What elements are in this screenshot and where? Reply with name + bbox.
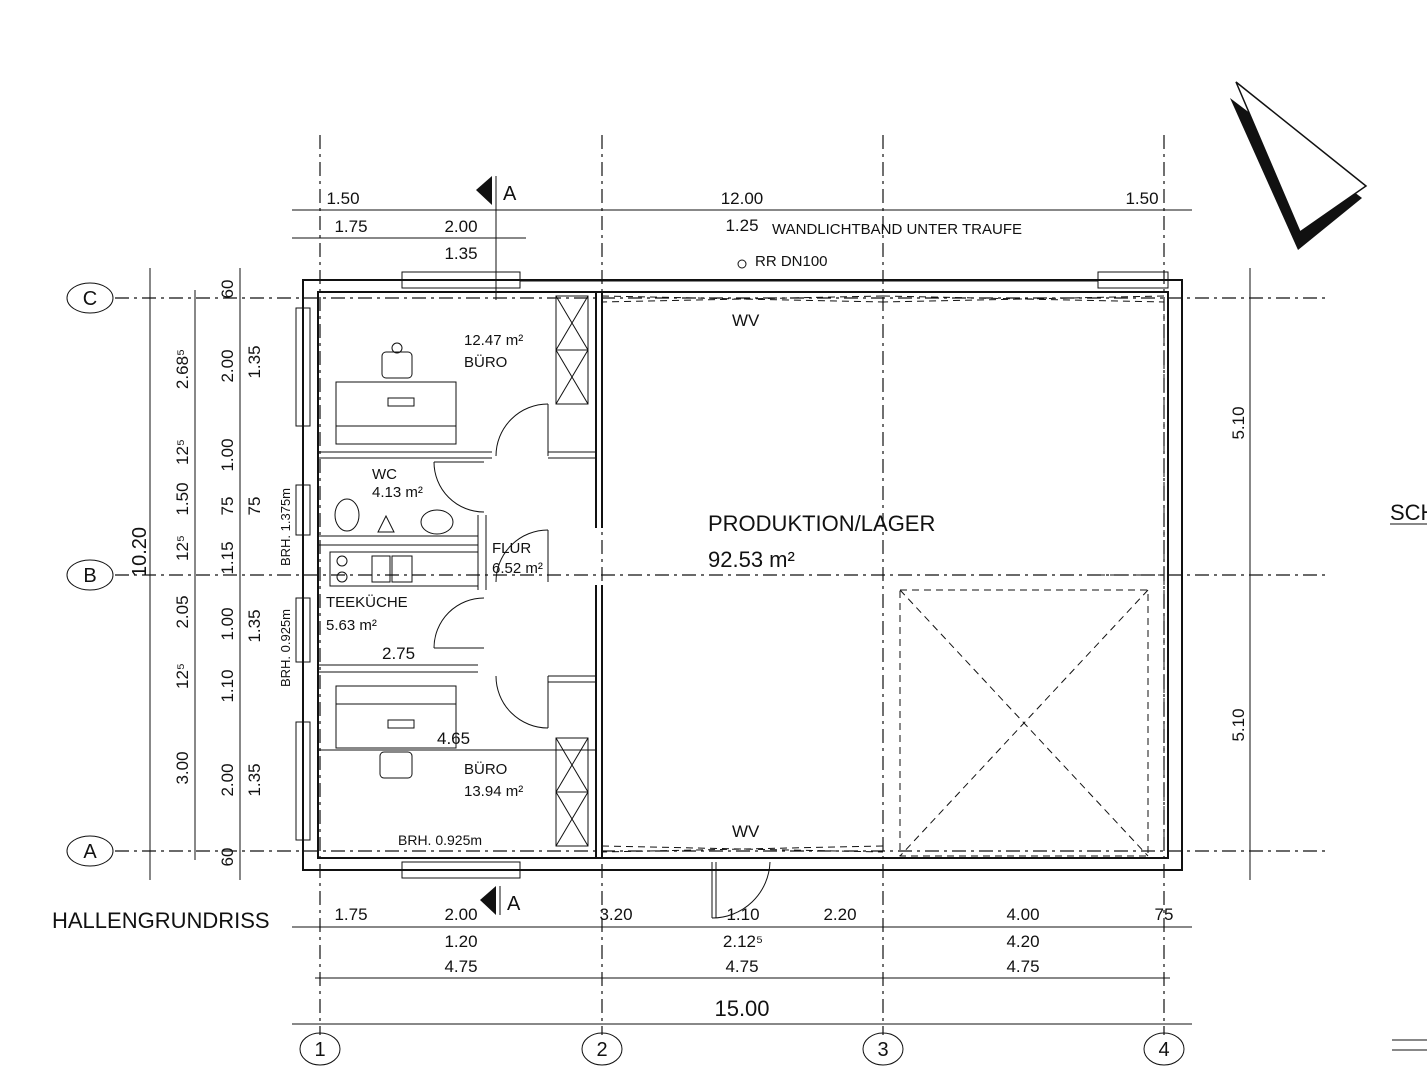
brh-label-bottom: BRH. 0.925m (398, 832, 482, 848)
dim-left-c3-5: 1.15 (218, 541, 237, 574)
axis-bubble-1: 1 (299, 1032, 341, 1066)
axis-label-3: 3 (877, 1039, 888, 1061)
edge-text: SCH (1390, 500, 1427, 525)
dim-left-c3-9: 60 (218, 848, 237, 867)
dim-left-c2-2: 12⁵ (173, 439, 192, 465)
axis-label-a: A (83, 841, 97, 863)
axis-grid (115, 135, 1325, 1035)
dim-bottom-5: 2.20 (823, 905, 856, 924)
dimension-lines (149, 209, 1427, 1051)
dim-top-7: 1.35 (444, 244, 477, 263)
dim-bottom-2: 2.00 (444, 905, 477, 924)
dim-left-c3-3: 1.00 (218, 438, 237, 471)
brh-label-2: BRH. 0.925m (278, 609, 293, 687)
dim-left-total: 10.20 (129, 527, 151, 577)
axis-bubble-c: C (66, 282, 114, 314)
dim-left-c2-1: 2.68⁵ (173, 349, 192, 389)
wv-label-bottom: WV (732, 822, 760, 841)
section-label-top: A (503, 183, 517, 205)
brh-label-1: BRH. 1.375m (278, 488, 293, 566)
north-arrow-icon (1230, 81, 1368, 250)
dim-left-c2-5: 2.05 (173, 595, 192, 628)
dim-bottom-13: 4.75 (1006, 957, 1039, 976)
axis-bubble-a: A (66, 835, 114, 867)
dim-left-c3-6: 1.00 (218, 607, 237, 640)
dim-right-2: 5.10 (1229, 708, 1248, 741)
dim-left-c3-7: 1.10 (218, 669, 237, 702)
wv-label-top: WV (732, 311, 760, 330)
dim-top-1: 1.50 (326, 189, 359, 208)
dim-bottom-6: 4.00 (1006, 905, 1039, 924)
dim-left-c3-4: 75 (218, 497, 237, 516)
dim-left-c2-6: 12⁵ (173, 663, 192, 689)
section-label-bottom: A (507, 893, 521, 915)
room-flur-name: FLUR (492, 540, 531, 557)
hall-markings (601, 295, 1165, 857)
dim-left-c3-8: 2.00 (218, 763, 237, 796)
dim-bottom-8: 1.20 (444, 932, 477, 951)
axis-label-4: 4 (1158, 1039, 1169, 1061)
furniture (329, 342, 479, 779)
dim-bottom-3: 3.20 (599, 905, 632, 924)
axis-label-b: B (83, 565, 96, 587)
dim-top-4: 1.75 (334, 217, 367, 236)
shelving-units (555, 295, 589, 847)
dim-bottom-total: 15.00 (714, 996, 769, 1021)
dim-right-1: 5.10 (1229, 406, 1248, 439)
dim-top-6: 1.25 (725, 216, 758, 235)
axis-label-2: 2 (596, 1039, 607, 1061)
room-teekueche-name: TEEKÜCHE (326, 593, 408, 611)
axis-label-1: 1 (314, 1039, 325, 1061)
dim-interior-465: 4.65 (437, 729, 470, 748)
dim-bottom-4: 1.10 (726, 905, 759, 924)
rr-label: RR DN100 (755, 253, 828, 270)
dim-bottom-12: 4.75 (725, 957, 758, 976)
room-buro-top-area: 12.47 m² (464, 332, 523, 349)
axis-label-c: C (83, 288, 97, 310)
dim-interior-275: 2.75 (382, 644, 415, 663)
dim-top-2: 12.00 (721, 189, 764, 208)
dim-bottom-11: 4.75 (444, 957, 477, 976)
dim-bottom-10: 4.20 (1006, 932, 1039, 951)
dim-left-c4-4: 1.35 (245, 763, 264, 796)
axis-bubble-3: 3 (862, 1032, 904, 1066)
windows (295, 271, 1169, 879)
dim-bottom-7: 75 (1155, 905, 1174, 924)
room-wc-name: WC (372, 466, 397, 483)
room-buro-bottom-area: 13.94 m² (464, 783, 523, 800)
dim-left-c3-1: 60 (218, 280, 237, 299)
room-wc-area: 4.13 m² (372, 484, 423, 501)
room-buro-bottom-name: BÜRO (464, 760, 507, 778)
dim-left-c4-2: 75 (245, 497, 264, 516)
building-walls (302, 279, 1183, 919)
axis-bubble-4: 4 (1143, 1032, 1185, 1066)
axis-bubble-2: 2 (581, 1032, 623, 1066)
dim-left-c3-2: 2.00 (218, 349, 237, 382)
dim-left-c2-3: 1.50 (173, 482, 192, 515)
plan-title: HALLENGRUNDRISS (52, 908, 270, 933)
room-buro-top-name: BÜRO (464, 353, 507, 371)
room-teekueche-area: 5.63 m² (326, 617, 377, 634)
dim-bottom-9: 2.12⁵ (723, 932, 763, 951)
dim-left-c4-3: 1.35 (245, 609, 264, 642)
axis-bubble-b: B (66, 559, 114, 591)
dim-top-3: 1.50 (1125, 189, 1158, 208)
dim-left-c2-4: 12⁵ (173, 535, 192, 561)
dim-top-5: 2.00 (444, 217, 477, 236)
room-hall-area: 92.53 m² (708, 547, 795, 572)
section-marker-bottom (480, 886, 501, 915)
wandlichtband-label: WANDLICHTBAND UNTER TRAUFE (772, 221, 1022, 238)
room-flur-area: 6.52 m² (492, 560, 543, 577)
dim-left-c4-1: 1.35 (245, 345, 264, 378)
dim-left-c2-7: 3.00 (173, 751, 192, 784)
room-hall-name: PRODUKTION/LAGER (708, 511, 935, 536)
dim-bottom-1: 1.75 (334, 905, 367, 924)
